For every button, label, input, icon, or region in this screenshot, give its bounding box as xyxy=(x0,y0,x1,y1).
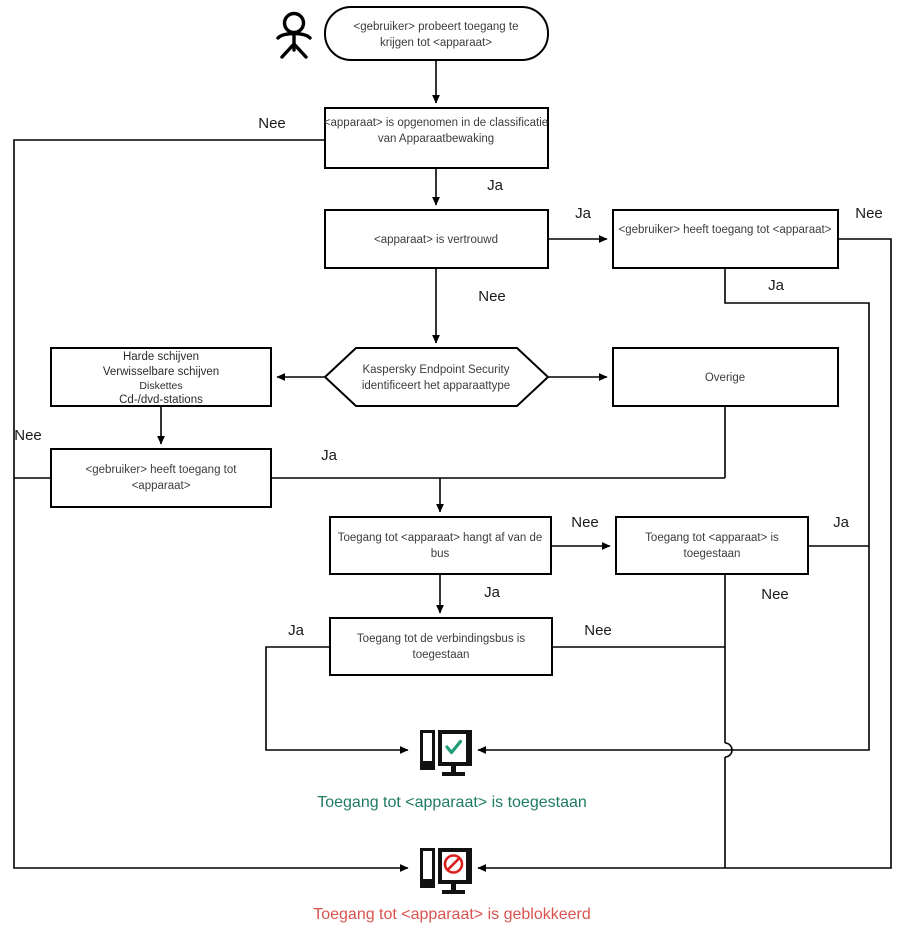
edge-label-user-access-device-yes: Ja xyxy=(321,447,338,464)
device-list-item-1: Verwisselbare schijven xyxy=(103,366,219,378)
node-start: <gebruiker> probeert toegang te krijgen … xyxy=(324,6,549,61)
edge-label-classification-yes: Ja xyxy=(487,177,504,194)
edge-label-access-allowed-no: Nee xyxy=(761,586,789,603)
edge-label-user-access-device-no: Nee xyxy=(14,427,42,444)
node-user-access-device: <gebruiker> heeft toegang tot <apparaat> xyxy=(50,448,272,508)
node-depends-on-bus: Toegang tot <apparaat> hangt af van de b… xyxy=(329,516,552,575)
node-access-allowed-line1: Toegang tot <apparaat> is xyxy=(645,532,779,544)
node-depends-on-bus-line2: bus xyxy=(431,548,450,560)
edge-label-user-access-trusted-yes: Ja xyxy=(768,277,785,294)
edge-user-access-trusted-no xyxy=(477,238,892,872)
node-depends-on-bus-line1: Toegang tot <apparaat> hangt af van de xyxy=(338,532,543,544)
node-other: Overige xyxy=(612,347,839,407)
node-access-allowed: Toegang tot <apparaat> is toegestaan xyxy=(615,516,809,575)
node-identify: Kaspersky Endpoint Security identificeer… xyxy=(323,347,550,407)
edge-label-trusted-yes: Ja xyxy=(575,205,592,222)
node-user-access-trusted: <gebruiker> heeft toegang tot <apparaat> xyxy=(612,209,839,269)
edge-bus-allowed-yes xyxy=(265,646,409,754)
node-start-line2: krijgen tot <apparaat> xyxy=(380,37,492,49)
node-trusted-line1: <apparaat> is vertrouwd xyxy=(374,234,498,246)
node-bus-allowed: Toegang tot de verbindingsbus is toegest… xyxy=(329,617,553,676)
edge-label-bus-allowed-no: Nee xyxy=(584,622,612,639)
node-identify-line1: Kaspersky Endpoint Security xyxy=(362,364,509,376)
node-access-allowed-line2: toegestaan xyxy=(684,548,741,560)
node-classification: <apparaat> is opgenomen in de classifica… xyxy=(324,107,549,169)
edge-label-depends-on-bus-no: Nee xyxy=(571,514,599,531)
node-start-line1: <gebruiker> probeert toegang te xyxy=(354,21,519,33)
node-trusted: <apparaat> is vertrouwd xyxy=(324,209,549,269)
node-device-list: Harde schijven Verwisselbare schijven Di… xyxy=(50,347,272,407)
computer-check-icon xyxy=(420,730,472,776)
computer-blocked-icon xyxy=(420,848,472,894)
line-hop xyxy=(724,742,733,758)
edge-label-trusted-no: Nee xyxy=(478,288,506,305)
node-classification-line1: <apparaat> is opgenomen in de classifica… xyxy=(324,117,548,129)
prohibition-slash xyxy=(446,857,461,871)
edge-label-depends-on-bus-yes: Ja xyxy=(484,584,501,601)
device-list-item-0: Harde schijven xyxy=(123,351,199,363)
node-user-access-trusted-line1: <gebruiker> heeft toegang tot <apparaat> xyxy=(619,224,832,236)
edge-label-classification-no: Nee xyxy=(258,115,286,132)
node-classification-line2: van Apparaatbewaking xyxy=(378,133,494,145)
device-list-item-2: Diskettes xyxy=(139,380,182,392)
node-bus-allowed-line1: Toegang tot de verbindingsbus is xyxy=(357,633,525,645)
check-glyph xyxy=(445,739,463,755)
node-other-line1: Overige xyxy=(705,372,745,384)
node-bus-allowed-line2: toegestaan xyxy=(413,649,470,661)
node-identify-line2: identificeert het apparaattype xyxy=(362,380,510,392)
device-list-item-3: Cd-/dvd-stations xyxy=(119,394,203,406)
caption-allowed: Toegang tot <apparaat> is toegestaan xyxy=(317,794,587,811)
person-icon xyxy=(276,11,312,59)
edge-label-user-access-trusted-no: Nee xyxy=(855,205,883,222)
caption-blocked: Toegang tot <apparaat> is geblokkeerd xyxy=(313,906,591,923)
edge-user-access-trusted-yes xyxy=(477,268,870,754)
node-user-access-device-line2: <apparaat> xyxy=(132,480,191,492)
edge-label-access-allowed-yes: Ja xyxy=(833,514,850,531)
edge-classification-no xyxy=(13,139,409,872)
node-user-access-device-line1: <gebruiker> heeft toegang tot xyxy=(86,464,238,476)
edge-label-bus-allowed-yes: Ja xyxy=(288,622,305,639)
